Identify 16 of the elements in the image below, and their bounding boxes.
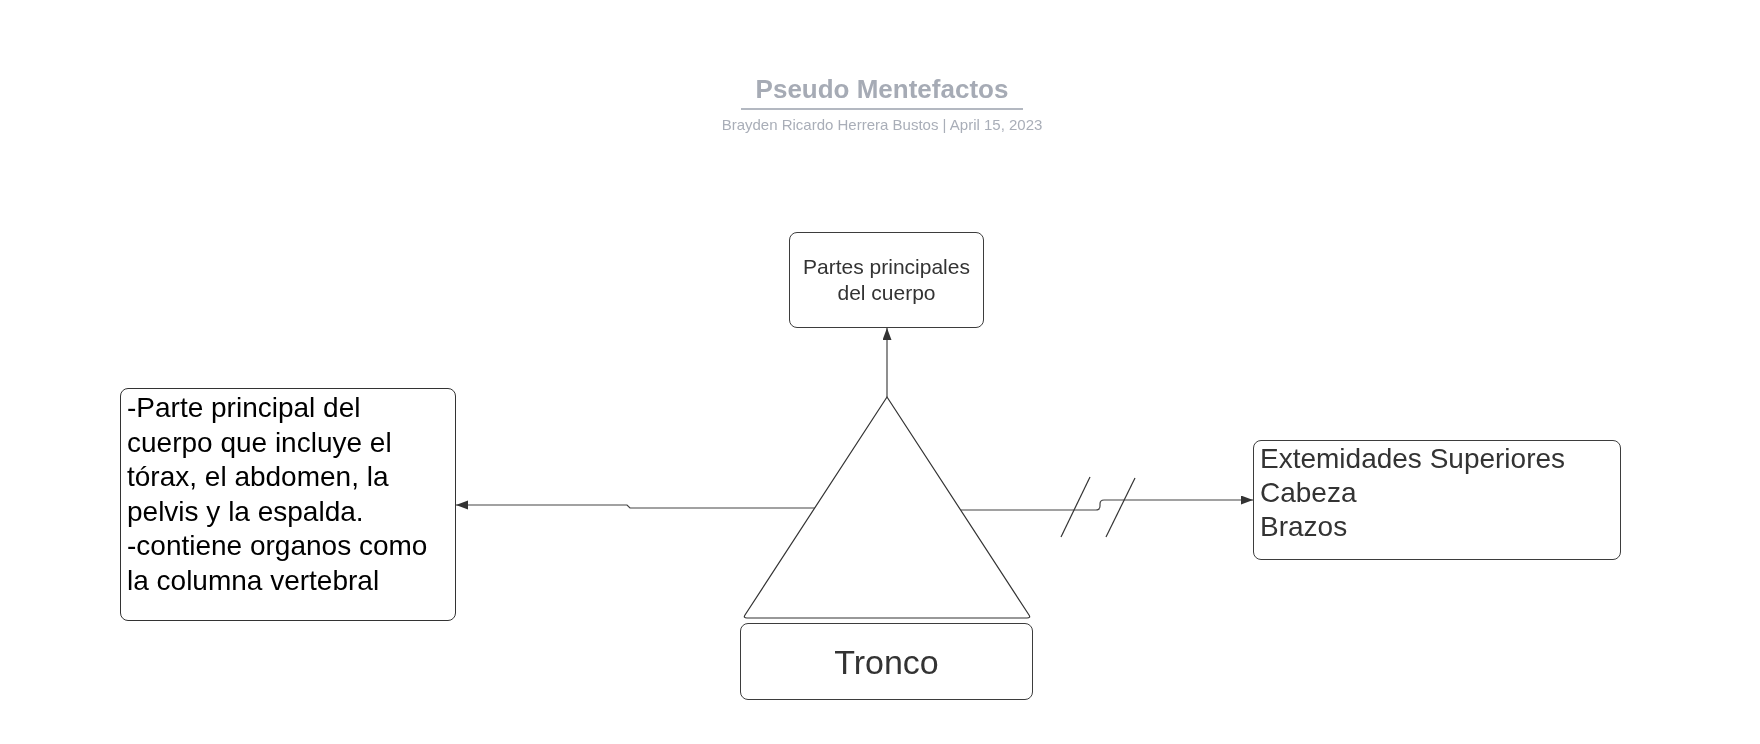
arrow (882, 327, 892, 398)
concept-label-box (740, 623, 1033, 700)
definition-box (120, 388, 456, 621)
arrow (455, 500, 816, 510)
definition-text: -contiene organos como la columna vertebral (127, 529, 429, 598)
list-item-text: Brazos (1260, 510, 1348, 544)
box-label: Partes principales del cuerpo (802, 254, 971, 306)
list-item-text: Cabeza (1260, 476, 1357, 510)
diagram-title: Pseudo Mentefactos (755, 74, 1009, 104)
concept-label: Tronco (834, 641, 939, 682)
arrow (960, 495, 1254, 511)
list-item-text: Extemidades Superiores (1260, 442, 1566, 476)
author-date-subtitle: Brayden Ricardo Herrera Bustos | April 15, 2023 (721, 116, 1043, 133)
concept-box (789, 232, 984, 328)
definition-text: -Parte principal del cuerpo que incluye el tórax, el abdomen, la pelvis y la espalda. (127, 391, 393, 529)
subclass-box (1253, 440, 1621, 560)
